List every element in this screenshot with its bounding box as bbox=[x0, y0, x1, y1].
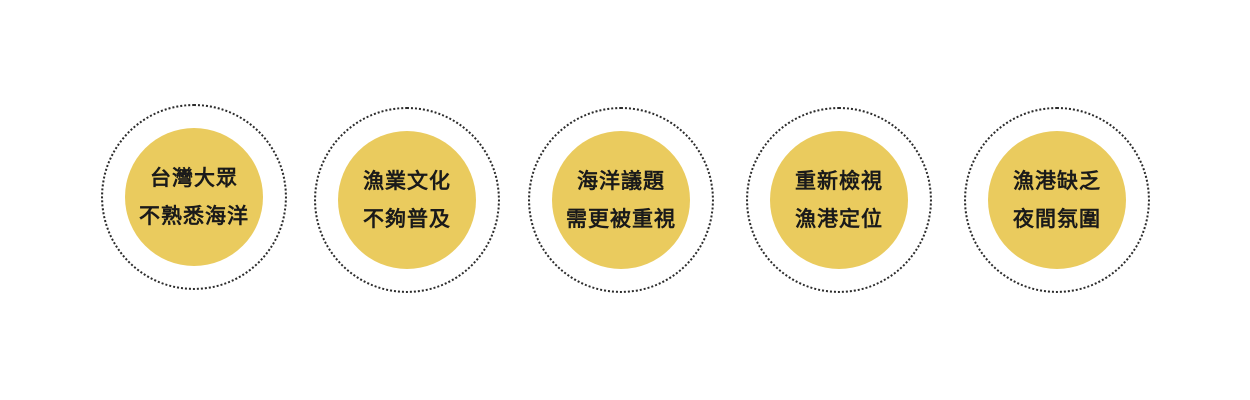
issue-4-line-2: 漁港定位 bbox=[795, 207, 883, 231]
issue-node-2: 漁業文化 不夠普及 bbox=[314, 107, 500, 293]
issue-1-line-1: 台灣大眾 bbox=[150, 166, 238, 190]
issue-disc-5: 漁港缺乏 夜間氛圍 bbox=[988, 131, 1126, 269]
issue-2-line-1: 漁業文化 bbox=[363, 169, 451, 193]
issue-disc-1: 台灣大眾 不熟悉海洋 bbox=[125, 128, 263, 266]
issue-2-line-2: 不夠普及 bbox=[363, 207, 451, 231]
issue-disc-3: 海洋議題 需更被重視 bbox=[552, 131, 690, 269]
issue-node-5: 漁港缺乏 夜間氛圍 bbox=[964, 107, 1150, 293]
issue-disc-4: 重新檢視 漁港定位 bbox=[770, 131, 908, 269]
issue-5-line-2: 夜間氛圍 bbox=[1013, 207, 1101, 231]
issue-node-1: 台灣大眾 不熟悉海洋 bbox=[101, 104, 287, 290]
issue-node-3: 海洋議題 需更被重視 bbox=[528, 107, 714, 293]
issue-3-line-2: 需更被重視 bbox=[566, 207, 676, 231]
issue-disc-2: 漁業文化 不夠普及 bbox=[338, 131, 476, 269]
issue-1-line-2: 不熟悉海洋 bbox=[139, 204, 249, 228]
issue-3-line-1: 海洋議題 bbox=[577, 169, 665, 193]
issue-5-line-1: 漁港缺乏 bbox=[1013, 169, 1101, 193]
issue-4-line-1: 重新檢視 bbox=[795, 169, 883, 193]
issue-node-4: 重新檢視 漁港定位 bbox=[746, 107, 932, 293]
